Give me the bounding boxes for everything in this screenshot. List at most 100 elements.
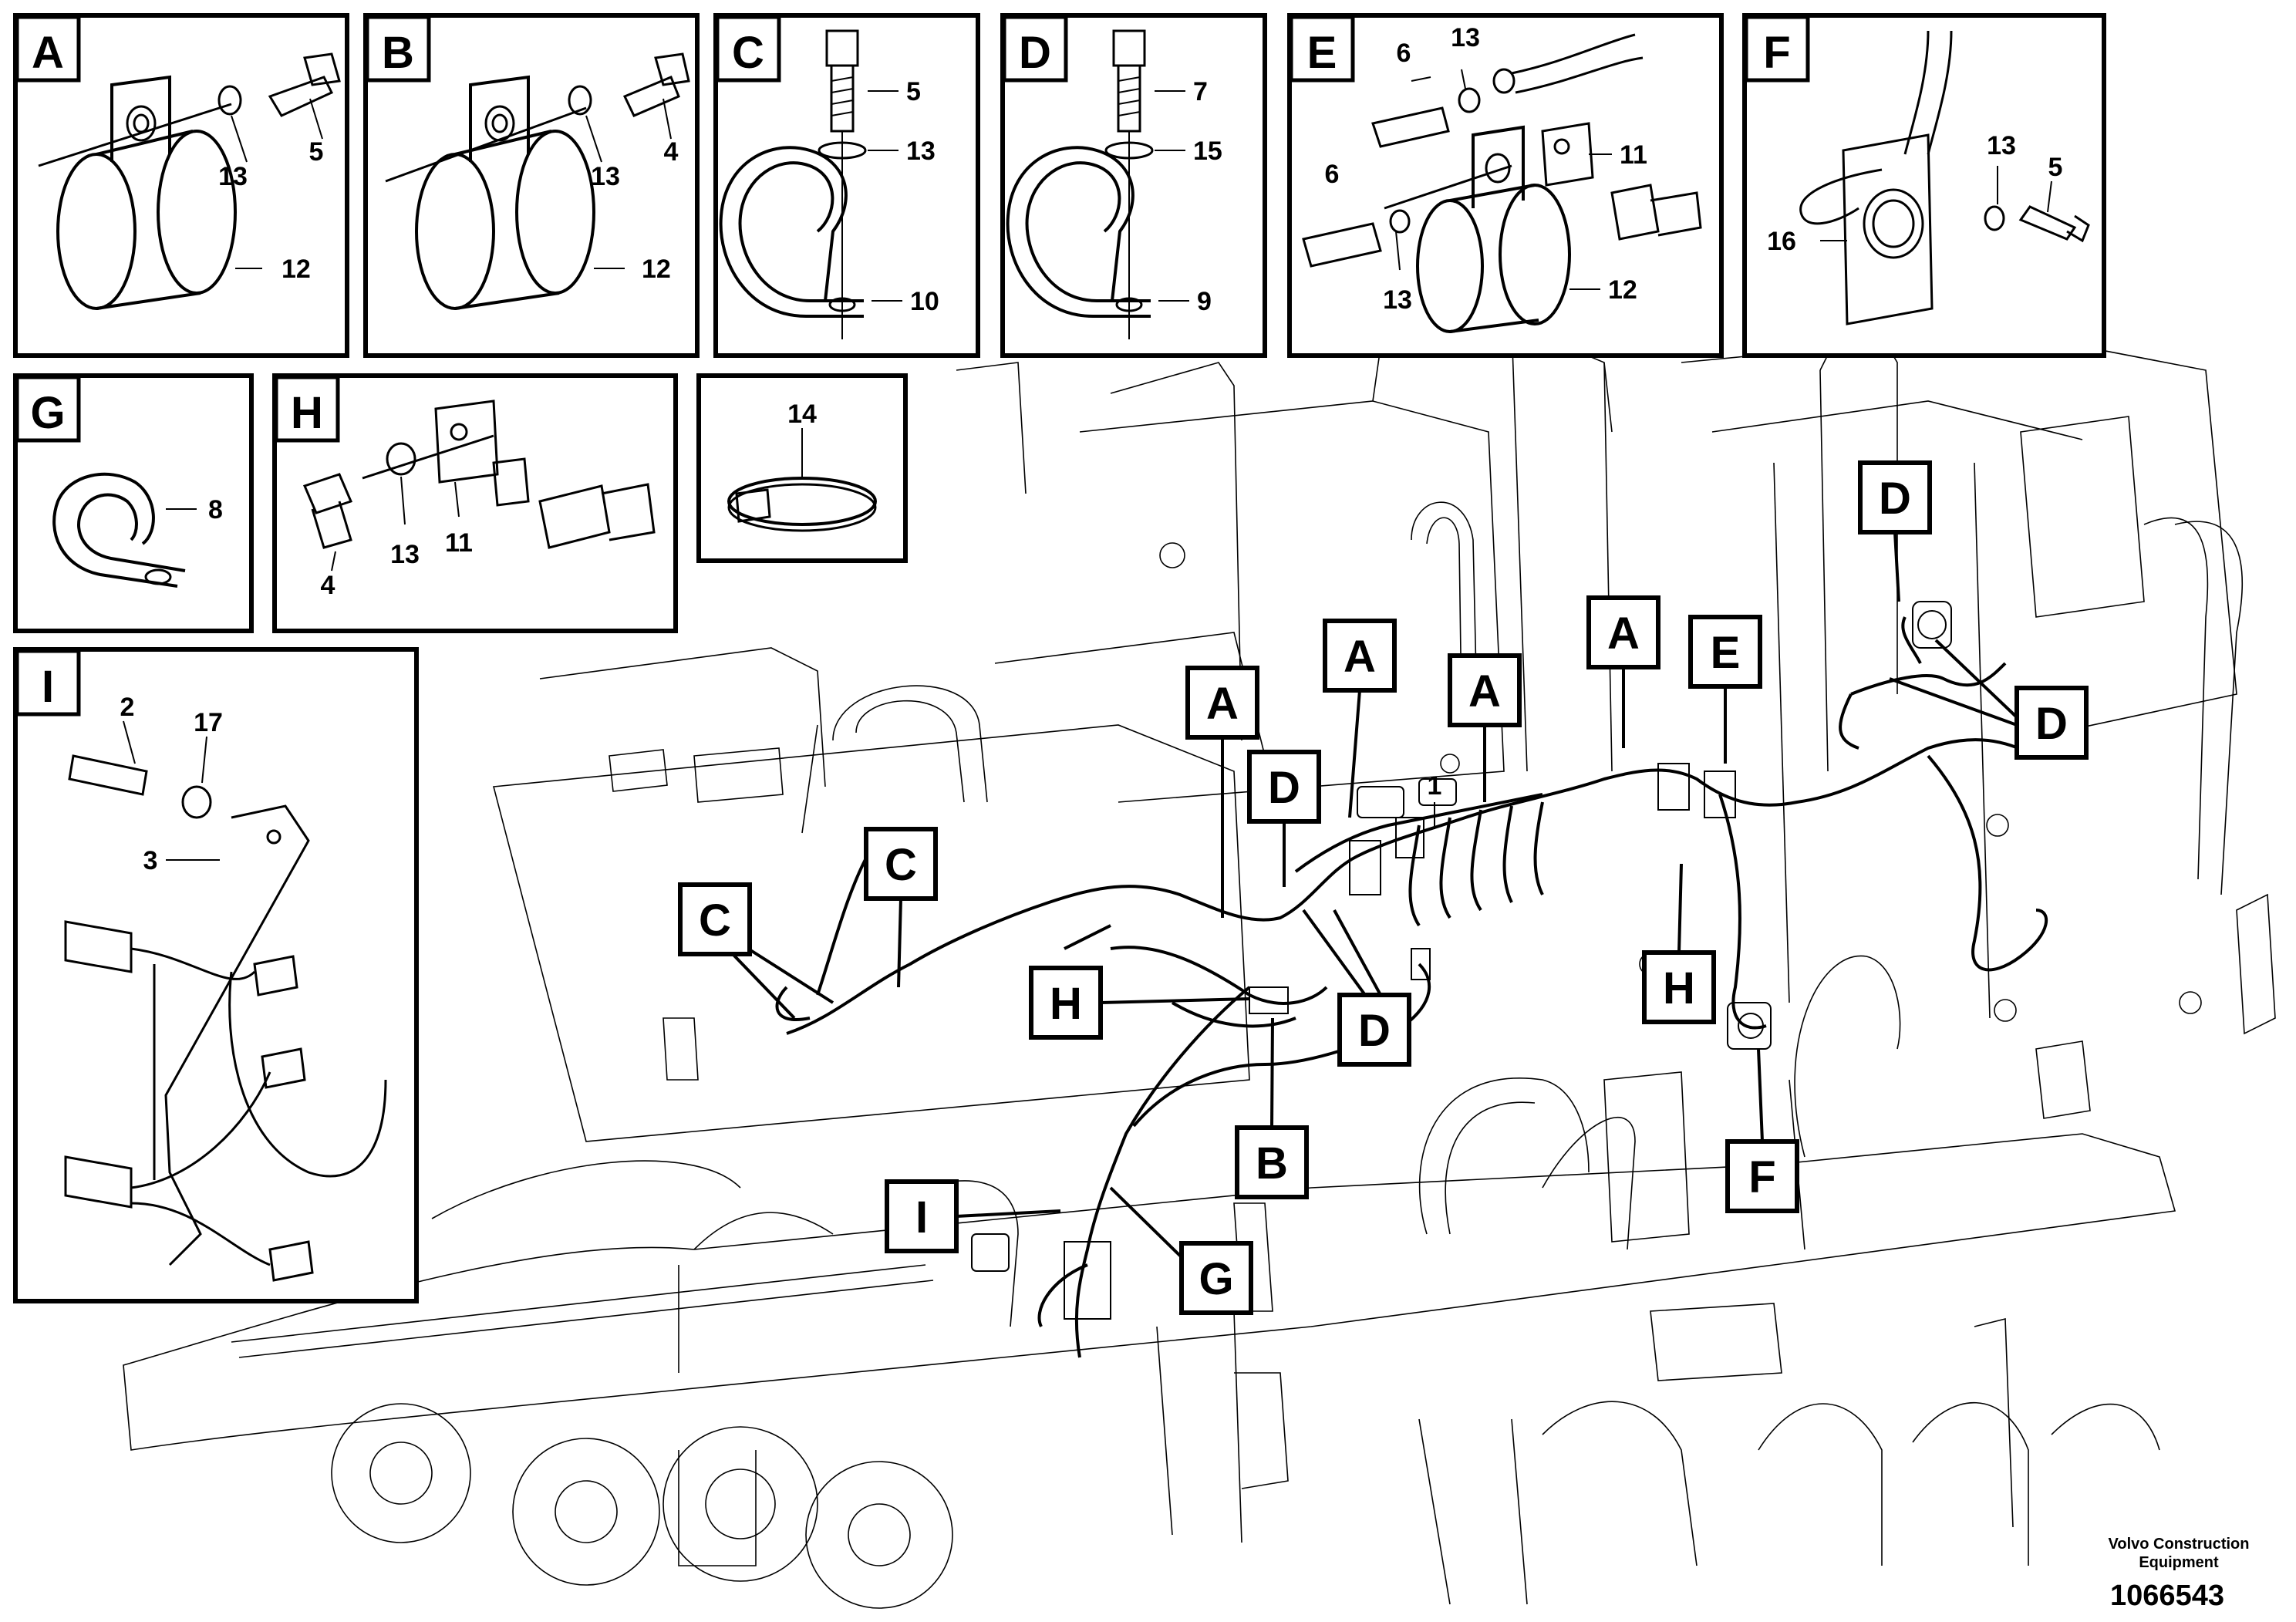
callout-a <box>1586 595 1660 669</box>
callout-letter: H <box>1663 963 1695 1013</box>
bolt-icon <box>68 754 148 796</box>
part-number: 6 <box>1325 160 1340 189</box>
detail-panel-i-letter: I <box>42 662 54 712</box>
callout-d <box>1337 993 1411 1067</box>
callout-letter: C <box>885 840 917 890</box>
callout-letter: C <box>699 895 731 946</box>
detail-panel-g-letter: G <box>30 388 65 438</box>
document-number: 1066543 <box>2110 1580 2224 1612</box>
detail-panel-f: F 13 5 16 <box>1742 13 2106 358</box>
callout-letter: D <box>1879 474 1911 524</box>
callout-letter: A <box>1468 666 1501 717</box>
detail-panel-g: G 8 <box>13 373 254 633</box>
wiring-harness <box>775 601 2048 1358</box>
bracket-icon <box>434 400 499 484</box>
p-clip-icon <box>52 472 186 588</box>
callout-d <box>2014 686 2089 760</box>
bolt-icon <box>1302 222 1382 268</box>
washer-icon <box>1984 205 2005 231</box>
detail-panel-b-badge <box>365 15 431 83</box>
callout-letter: E <box>1711 628 1741 678</box>
callout-f <box>1725 1139 1799 1213</box>
bolt-icon <box>1371 106 1450 148</box>
part-number: 13 <box>906 137 936 166</box>
part-number: 12 <box>1608 275 1637 305</box>
part-number: 8 <box>208 495 223 524</box>
part-number: 10 <box>910 287 939 316</box>
callout-letter: A <box>1344 632 1376 682</box>
part-number: 17 <box>194 708 223 737</box>
detail-panel-14: 14 <box>696 373 908 563</box>
connector-icon <box>64 1155 133 1209</box>
bracket-icon <box>164 804 310 1266</box>
part-number: 4 <box>664 137 679 167</box>
callout-letter: G <box>1199 1254 1233 1304</box>
part-number: 5 <box>906 77 921 106</box>
part-number: 5 <box>2048 153 2063 182</box>
detail-panel-a: A 13 5 12 <box>13 13 349 358</box>
main-view-callouts: 1 A A A A E D D D D <box>678 460 2089 1315</box>
part-number: 11 <box>1620 140 1647 170</box>
part-number: 2 <box>120 693 135 722</box>
band-clamp-icon <box>1416 125 1571 333</box>
washer-icon <box>568 85 592 116</box>
detail-panel-a-badge <box>15 15 81 83</box>
detail-panel-a-letter: A <box>32 28 64 78</box>
callout-g <box>1179 1241 1253 1315</box>
detail-panel-h-badge <box>274 375 340 443</box>
part-number: 6 <box>1397 39 1411 68</box>
washer-icon <box>217 85 242 116</box>
washer-icon <box>181 785 212 819</box>
callout-i <box>885 1179 959 1253</box>
callout-letter: D <box>1358 1006 1391 1056</box>
connector-icon <box>64 920 133 973</box>
part-number: 14 <box>787 400 817 429</box>
callout-letter: A <box>1607 609 1640 659</box>
detail-panel-e-badge <box>1289 15 1355 83</box>
part-number: 7 <box>1193 77 1208 106</box>
detail-panel-h-frame <box>272 373 678 633</box>
band-clamp-icon <box>415 75 595 310</box>
part-number: 13 <box>218 162 248 191</box>
detail-panel-h-letter: H <box>291 388 323 438</box>
part-number: 13 <box>591 162 620 191</box>
detail-panel-c-letter: C <box>732 28 764 78</box>
part-number: 16 <box>1767 227 1796 256</box>
detail-panel-d-badge <box>1002 15 1068 83</box>
bracket-icon <box>1541 122 1594 187</box>
part-number: 13 <box>1987 131 2016 160</box>
washer-icon <box>1389 209 1411 234</box>
callout-d <box>1858 460 1932 534</box>
callout-letter: H <box>1050 979 1082 1029</box>
callout-e <box>1688 615 1762 689</box>
round-connector-icon <box>1863 188 1924 259</box>
cable-icon <box>1903 30 1953 155</box>
p-clip-icon <box>719 146 864 318</box>
detail-panel-e-letter: E <box>1307 28 1337 78</box>
callout-letter: D <box>1268 763 1300 813</box>
part-number: 13 <box>1383 285 1412 315</box>
callout-a <box>1323 619 1397 693</box>
part-number: 9 <box>1197 287 1212 316</box>
detail-panel-b-letter: B <box>382 28 414 78</box>
detail-panel-d-letter: D <box>1019 28 1051 78</box>
callout-letter: B <box>1256 1138 1288 1189</box>
cable-tie-icon <box>727 477 877 532</box>
connector-icon <box>1610 184 1660 241</box>
part-number: 4 <box>321 571 335 600</box>
detail-panel-c: C 5 13 10 <box>713 13 980 358</box>
callout-c <box>678 882 752 956</box>
washer-icon <box>386 442 416 476</box>
bolt-icon <box>622 76 680 117</box>
detail-panel-f-letter: F <box>1763 28 1790 78</box>
detail-panel-i-badge <box>15 649 81 717</box>
bolt-icon <box>268 76 334 117</box>
detail-panel-h: H 4 13 11 <box>272 373 678 633</box>
publisher-credit: Volvo Construction Equipment <box>2067 1535 2291 1572</box>
credit-line: Equipment <box>2139 1554 2219 1571</box>
part-number: 13 <box>1451 23 1480 52</box>
connector-icon <box>538 483 656 549</box>
cable-icon <box>1511 33 1644 94</box>
part-number: 13 <box>390 540 420 569</box>
